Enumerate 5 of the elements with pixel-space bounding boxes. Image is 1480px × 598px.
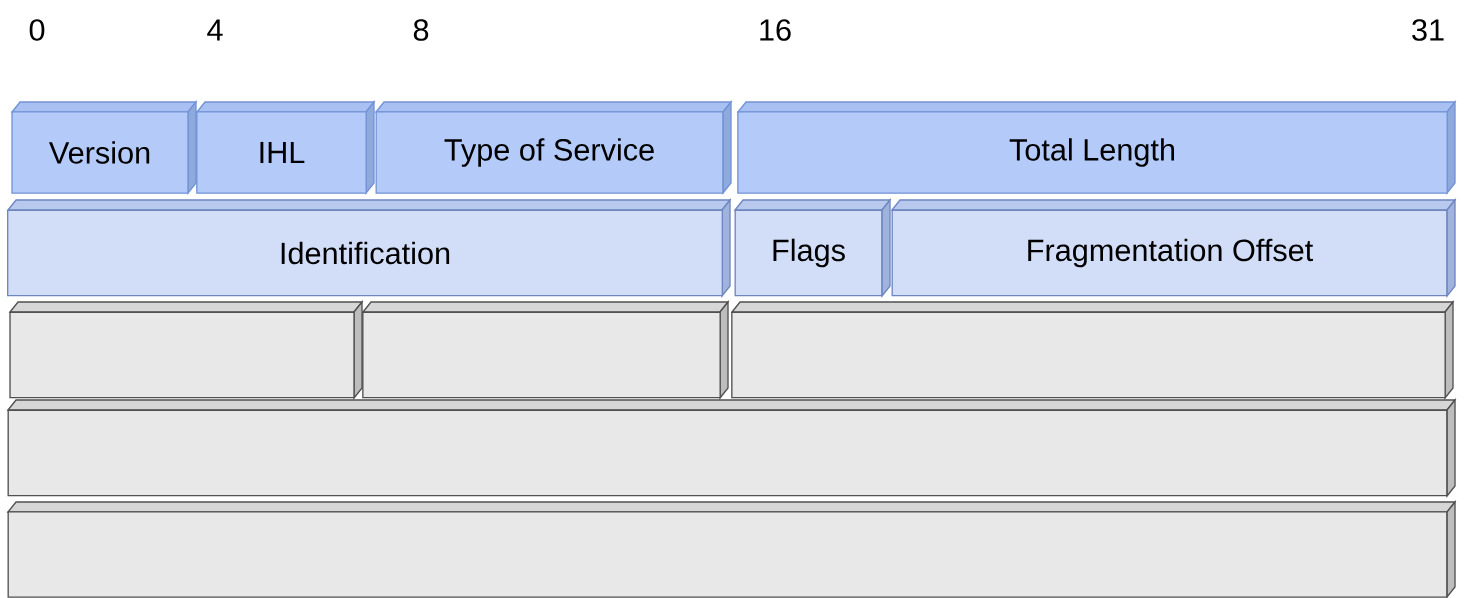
bit-number: 8 <box>413 19 429 41</box>
bit-number: 0 <box>29 19 45 41</box>
bit-number: 16 <box>760 19 791 41</box>
bit-number: 4 <box>207 19 223 41</box>
bit-number: 31 <box>1412 19 1444 41</box>
